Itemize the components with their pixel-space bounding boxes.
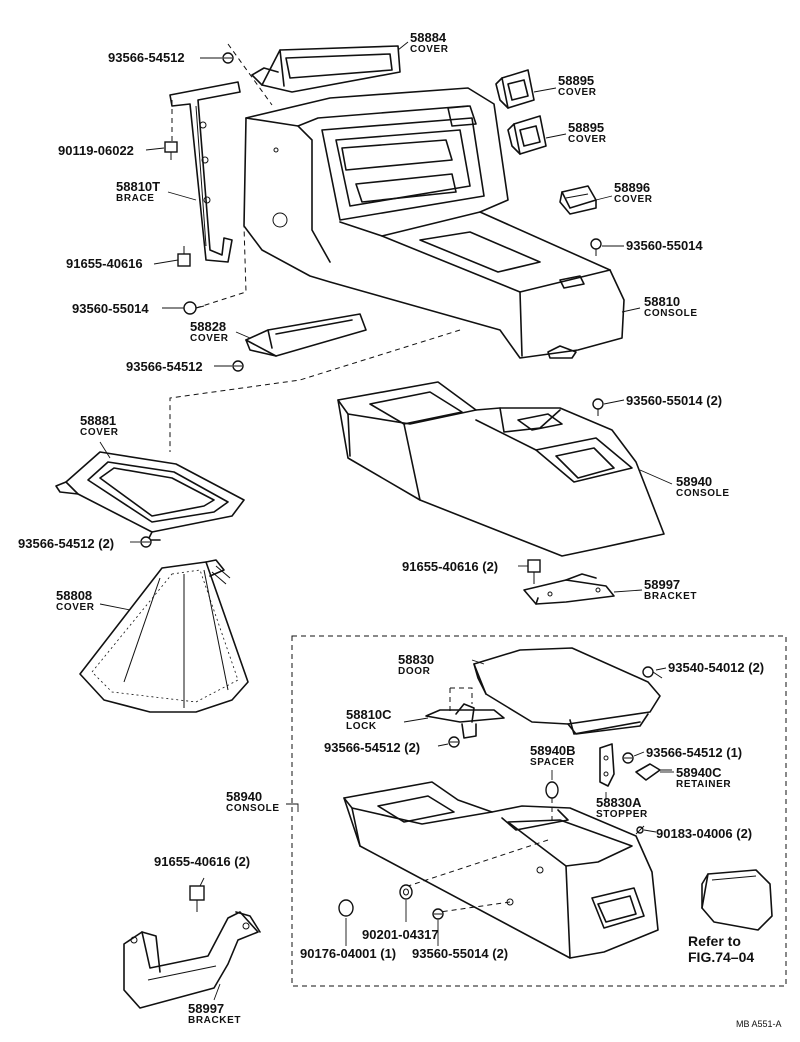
door-58830-drawing (473, 647, 661, 735)
brace-58810t-drawing (169, 81, 241, 263)
figure-reference: Refer to FIG.74–04 (688, 933, 755, 965)
label-58881: 58881 COVER (80, 413, 119, 438)
label-90176-04001-1: 90176-04001 (1) (300, 946, 397, 961)
label-93540-54012-2: 93540-54012 (2) (668, 660, 765, 675)
label-91655-40616-upper: 91655-40616 (66, 256, 143, 271)
screw-93566-top (222, 52, 234, 64)
label-58828: 58828 COVER (190, 319, 229, 344)
screw-93566-shift (140, 536, 152, 548)
referenced-pad-drawing (701, 869, 773, 931)
label-93560-55014-2-mid: 93560-55014 (2) (626, 393, 723, 408)
label-93560-55014-left: 93560-55014 (72, 301, 149, 316)
label-58895-upper: 58895 COVER (558, 73, 597, 98)
bolt-91655-lower (189, 885, 205, 912)
screw-93560-right (590, 238, 602, 256)
console-58940-middle-drawing (337, 381, 665, 557)
cover-58808-drawing (79, 559, 249, 713)
screw-93560-console-mid (592, 398, 604, 416)
label-90183-04006-2: 90183-04006 (2) (656, 826, 753, 841)
label-90119-06022: 90119-06022 (58, 143, 134, 158)
label-90201-04317: 90201-04317 (362, 927, 439, 942)
screw-93566-stopper (622, 752, 634, 764)
cover-58884-drawing (227, 43, 401, 106)
label-58830: 58830 DOOR (398, 652, 435, 677)
label-58810: 58810 CONSOLE (644, 294, 698, 319)
spacer-58940b-drawing (545, 781, 559, 822)
label-58997-lower: 58997 BRACKET (188, 1001, 242, 1026)
retainer-58940c-drawing (635, 763, 672, 781)
label-91655-40616-2-lower: 91655-40616 (2) (154, 854, 251, 869)
label-58810c: 58810C LOCK (346, 707, 392, 732)
figure-code: MB A551-A (736, 1019, 782, 1029)
label-93566-54512-1: 93566-54512 (1) (646, 745, 743, 760)
label-58895-lower: 58895 COVER (568, 120, 607, 145)
cover-58896-drawing (559, 185, 597, 215)
screw-93560-left (183, 301, 205, 315)
alignment-dash-console-shift-cover (169, 329, 461, 452)
label-93566-54512-2-shift: 93566-54512 (2) (18, 536, 115, 551)
console-assembly-frame (291, 635, 787, 987)
label-58940b: 58940B SPACER (530, 743, 576, 768)
label-93566-54512-top: 93566-54512 (108, 50, 185, 65)
bolt-90119 (164, 141, 178, 160)
label-58997-middle: 58997 BRACKET (644, 577, 698, 602)
label-58808: 58808 COVER (56, 588, 95, 613)
cover-58881-drawing (55, 451, 245, 541)
console-58940-lower-drawing (343, 781, 659, 959)
label-91655-40616-2-mid: 91655-40616 (2) (402, 559, 499, 574)
leader-lines (99, 41, 674, 1001)
cover-58895-upper-drawing (495, 69, 535, 109)
label-58884: 58884 COVER (410, 30, 449, 55)
label-93566-54512-2-lock: 93566-54512 (2) (324, 740, 421, 755)
cover-58828-drawing (245, 313, 367, 357)
bracket-58997-middle-drawing (523, 573, 615, 605)
screw-90183 (635, 825, 645, 835)
label-58940-lower: 58940 CONSOLE (226, 789, 280, 814)
label-58830a: 58830A STOPPER (596, 795, 648, 820)
label-58896: 58896 COVER (614, 180, 653, 205)
label-93560-55014-right: 93560-55014 (626, 238, 703, 253)
spacer-90201-drawing (399, 884, 413, 900)
stopper-58830a-drawing (599, 743, 615, 787)
label-58810t: 58810T BRACE (116, 179, 161, 204)
bracket-58997-lower-drawing (123, 911, 261, 1009)
screw-93566-mid (232, 360, 244, 372)
lock-58810c-drawing (425, 687, 505, 739)
cover-58895-lower-drawing (507, 115, 547, 155)
console-58810-drawing (243, 87, 625, 359)
screw-93540 (642, 666, 663, 679)
bolt-91655-middle (527, 559, 541, 584)
bolt-91655-upper (177, 246, 191, 267)
screw-93560-lower (432, 908, 444, 920)
alignment-dash-lower-console (401, 839, 549, 913)
cap-90176-drawing (338, 899, 354, 917)
label-58940c: 58940C RETAINER (676, 765, 732, 790)
label-93566-54512-mid: 93566-54512 (126, 359, 203, 374)
label-58940-middle: 58940 CONSOLE (676, 474, 730, 499)
label-93560-55014-2-lower: 93560-55014 (2) (412, 946, 509, 961)
screw-93566-lock (448, 736, 460, 748)
